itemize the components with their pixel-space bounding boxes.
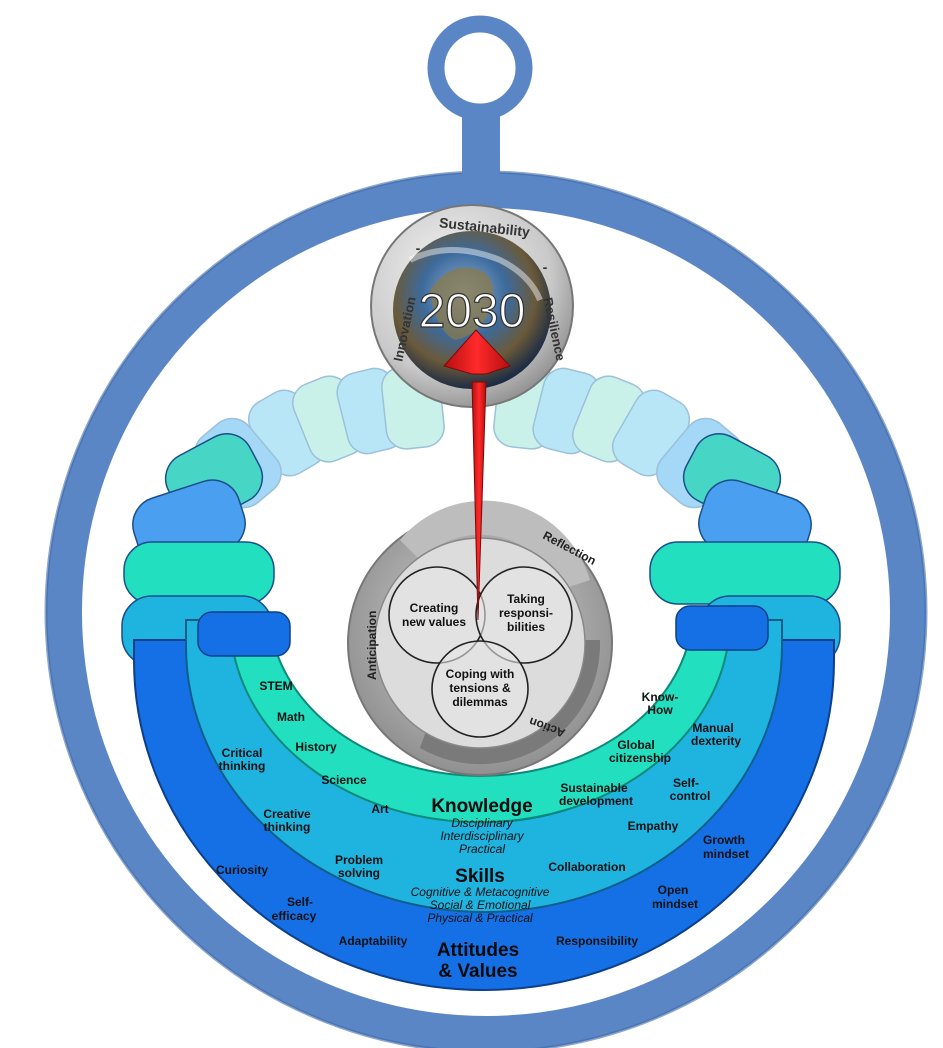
knowledge-sub-1: Interdisciplinary	[440, 829, 524, 843]
knowledge-sustainable-1: Sustainable	[560, 781, 628, 795]
taking-line3: bilities	[507, 620, 545, 634]
skills-empathy: Empathy	[628, 819, 679, 833]
skills-sub-1: Social & Emotional	[430, 898, 531, 912]
knowledge-history: History	[295, 740, 337, 754]
taking-line2: responsi-	[499, 606, 553, 620]
coping-line2: tensions &	[449, 681, 511, 695]
attitudes-adaptability: Adaptability	[339, 934, 408, 948]
attitudes-open-1: Open	[658, 883, 689, 897]
attitudes-selfefficacy-1: Self-	[287, 895, 313, 909]
skills-collaboration: Collaboration	[548, 860, 625, 874]
knowledge-knowhow-2: How	[647, 703, 673, 717]
skills-critical-1: Critical	[222, 746, 263, 760]
tab-right	[676, 606, 768, 650]
taking-line1: Taking	[507, 592, 545, 606]
attitudes-growth-1: Growth	[703, 833, 745, 847]
label-anticipation: Anticipation	[365, 611, 379, 680]
coping-line3: dilemmas	[452, 695, 508, 709]
globe-year: 2030	[419, 285, 526, 338]
knowledge-math: Math	[277, 710, 305, 724]
knowledge-global-2: citizenship	[609, 751, 671, 765]
skills-selfcontrol-2: control	[670, 789, 711, 803]
skills-manual-2: dexterity	[691, 734, 741, 748]
knowledge-stem: STEM	[259, 679, 292, 693]
attitudes-title-2: & Values	[438, 961, 517, 982]
attitudes-open-2: mindset	[652, 897, 698, 911]
skills-problem-2: solving	[338, 866, 380, 880]
attitudes-responsibility: Responsibility	[556, 934, 638, 948]
globe-badge: 2030 Sustainability Innovation Resilienc…	[371, 205, 573, 407]
knowledge-sustainable-2: development	[559, 794, 633, 808]
globe-sep-right: -	[543, 259, 548, 275]
attitudes-curiosity: Curiosity	[216, 863, 268, 877]
knowledge-art: Art	[371, 802, 388, 816]
knowledge-science: Science	[321, 773, 367, 787]
skills-sub-2: Physical & Practical	[427, 911, 533, 925]
tab-left	[198, 612, 290, 656]
coping-line1: Coping with	[446, 667, 515, 681]
skills-manual-1: Manual	[692, 721, 733, 735]
skills-sub-0: Cognitive & Metacognitive	[411, 885, 550, 899]
skills-selfcontrol-1: Self-	[673, 776, 699, 790]
skills-critical-2: thinking	[219, 759, 266, 773]
knowledge-title: Knowledge	[431, 796, 532, 817]
pendant-loop	[436, 24, 524, 112]
knowledge-global-1: Global	[617, 738, 654, 752]
knowledge-sub-0: Disciplinary	[451, 816, 513, 830]
creating-line1: Creating	[410, 601, 459, 615]
skills-creative-1: Creative	[263, 807, 311, 821]
skills-creative-2: thinking	[264, 820, 311, 834]
skills-title: Skills	[455, 866, 505, 887]
skills-problem-1: Problem	[335, 853, 383, 867]
attitudes-title-1: Attitudes	[437, 940, 519, 961]
attitudes-growth-2: mindset	[703, 847, 749, 861]
globe-sep-left: -	[416, 240, 421, 256]
attitudes-selfefficacy-2: efficacy	[272, 909, 317, 923]
knowledge-sub-2: Practical	[459, 842, 505, 856]
creating-line2: new values	[402, 615, 466, 629]
knowledge-knowhow-1: Know-	[642, 690, 679, 704]
pendant-neck	[462, 106, 500, 186]
